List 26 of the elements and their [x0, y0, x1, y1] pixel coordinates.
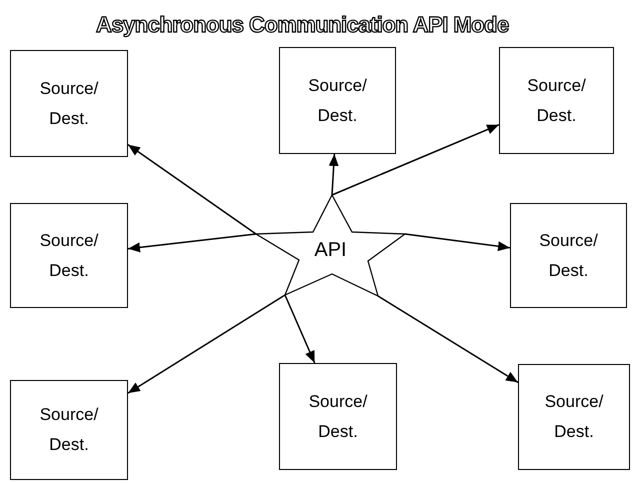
node-label: Source/ Dest.	[544, 391, 604, 443]
node-label: Source/ Dest.	[38, 230, 100, 282]
process-box	[510, 203, 627, 308]
diagram-title: Asynchronous Communication API Mode	[96, 14, 509, 36]
arrow	[378, 295, 518, 384]
process-box	[10, 380, 128, 480]
process-box	[499, 47, 614, 154]
arrow	[332, 124, 500, 196]
arrow	[404, 233, 510, 252]
process-box	[10, 50, 128, 157]
arrow	[328, 154, 339, 196]
node-label: Source/ Dest.	[526, 74, 587, 126]
process-box	[279, 363, 397, 470]
arrow	[128, 144, 256, 235]
arrow	[128, 294, 286, 394]
process-box	[10, 203, 128, 308]
arrow	[128, 233, 256, 252]
arrow	[284, 294, 316, 364]
process-box	[279, 47, 396, 154]
node-label: Source/ Dest.	[38, 404, 100, 456]
process-box	[518, 364, 630, 470]
node-label: Source/ Dest.	[538, 230, 599, 282]
node-label: Source/ Dest.	[308, 390, 368, 442]
node-label: API	[314, 238, 347, 263]
node-label: Source/ Dest.	[38, 78, 100, 130]
node-label: Source/ Dest.	[307, 74, 368, 126]
